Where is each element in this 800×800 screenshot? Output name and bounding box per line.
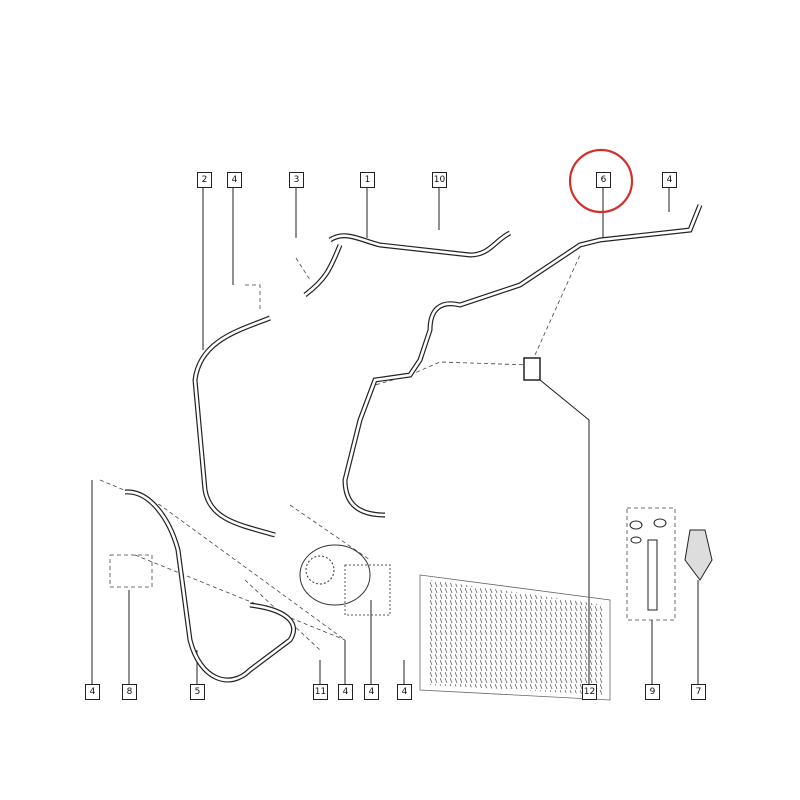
callout-9: 9	[645, 684, 660, 700]
callout-2: 2	[197, 172, 212, 188]
callout-3: 3	[289, 172, 304, 188]
hoses	[124, 204, 703, 683]
callout-4: 4	[662, 172, 677, 188]
callout-10: 10	[432, 172, 447, 188]
callout-4: 4	[227, 172, 242, 188]
callout-12: 12	[582, 684, 597, 700]
compressor	[299, 544, 391, 616]
callout-5: 5	[190, 684, 205, 700]
callout-11: 11	[313, 684, 328, 700]
leader-lines	[91, 186, 699, 684]
pressure-sensor	[523, 357, 541, 381]
assembly-dashes	[99, 254, 676, 651]
callout-4: 4	[85, 684, 100, 700]
callout-6-highlighted: 6	[596, 172, 611, 188]
callout-4: 4	[364, 684, 379, 700]
callout-8: 8	[122, 684, 137, 700]
desiccant-bag	[684, 529, 713, 581]
callout-7: 7	[691, 684, 706, 700]
callout-4: 4	[338, 684, 353, 700]
callout-4: 4	[397, 684, 412, 700]
drier-cartridge	[629, 518, 667, 611]
highlight-circle	[568, 148, 634, 214]
callout-1: 1	[360, 172, 375, 188]
condenser	[419, 574, 611, 701]
